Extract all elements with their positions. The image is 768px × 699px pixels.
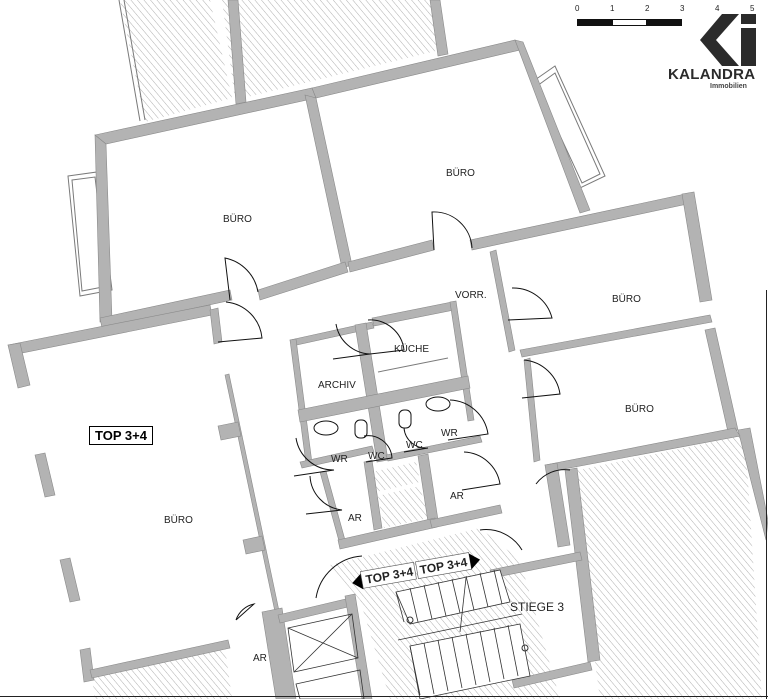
door-buero-e2 (521, 359, 561, 399)
terrace-north-left (120, 0, 232, 122)
toilet-left (354, 419, 368, 439)
room-label: BÜRO (223, 213, 252, 225)
room-label: AR (348, 513, 362, 524)
scale-segment (646, 19, 682, 26)
scale-tick: 1 (610, 4, 615, 13)
door-wc-right (403, 427, 429, 453)
logo-subtitle: Immobilien (710, 83, 747, 90)
room-label: WC (368, 451, 385, 462)
scale-segment (612, 19, 647, 26)
room-label: BÜRO (625, 403, 654, 415)
frame-border (0, 696, 768, 697)
door-ar-left (305, 475, 343, 515)
door-stair-left (315, 555, 363, 599)
terrace-east (570, 435, 762, 699)
door-stair-right (479, 529, 523, 551)
room-label: BÜRO (164, 514, 193, 526)
room-label: ARCHIV (318, 380, 356, 391)
scale-tick: 3 (680, 4, 685, 13)
door-kueche (367, 319, 405, 355)
room-label: BÜRO (612, 293, 641, 305)
door-buero-e-bottom (535, 469, 571, 485)
scale-tick: 4 (715, 4, 720, 13)
door-wc-left (363, 435, 393, 463)
toilet-right (398, 409, 412, 429)
room-label: WR (331, 454, 348, 465)
unit-tag: TOP 3+4 (89, 426, 153, 445)
scale-bar: 0 1 2 3 4 5 (572, 4, 758, 34)
doors (217, 211, 571, 621)
arrow-left-icon (352, 573, 364, 590)
scale-tick: 0 (575, 4, 580, 13)
scale-tick: 5 (750, 4, 755, 13)
washbasin-left (313, 420, 339, 436)
door-wr-left (293, 437, 335, 477)
room-label: BÜRO (446, 167, 475, 179)
terrace-north-right (222, 0, 440, 100)
room-label: STIEGE 3 (510, 600, 564, 614)
door-buero-w (217, 301, 263, 343)
room-label: WR (441, 428, 458, 439)
door-ar-bottom (235, 603, 256, 621)
door-ar-right (461, 451, 501, 491)
scale-segment (577, 19, 613, 26)
terrace-south (92, 648, 232, 699)
room-label: AR (253, 653, 267, 664)
room-label: KÜCHE (394, 343, 429, 355)
arrow-right-icon (468, 553, 481, 570)
room-label: WC (406, 440, 423, 451)
washbasin-right (425, 396, 451, 412)
door-archiv (332, 323, 371, 360)
walls (7, 0, 768, 699)
fixtures (313, 357, 451, 439)
room-label: VORR. (455, 290, 487, 301)
shaft-1 (372, 462, 420, 492)
scale-tick: 2 (645, 4, 650, 13)
kalandra-logo-icon (700, 14, 756, 66)
frame-border (766, 290, 767, 699)
logo-name: KALANDRA (668, 66, 756, 83)
shaft-2 (378, 486, 428, 528)
room-label: AR (450, 491, 464, 502)
door-buero-e1 (507, 287, 553, 321)
door-buero-n (431, 211, 473, 251)
room-labels: BÜRO BÜRO BÜRO BÜRO BÜRO VORR. KÜCHE ARC… (164, 167, 654, 664)
direction-signs: TOP 3+4 TOP 3+4 (352, 552, 481, 590)
staircase (287, 569, 531, 699)
door-wr-right (447, 399, 489, 441)
door-buero-nw (224, 257, 259, 301)
